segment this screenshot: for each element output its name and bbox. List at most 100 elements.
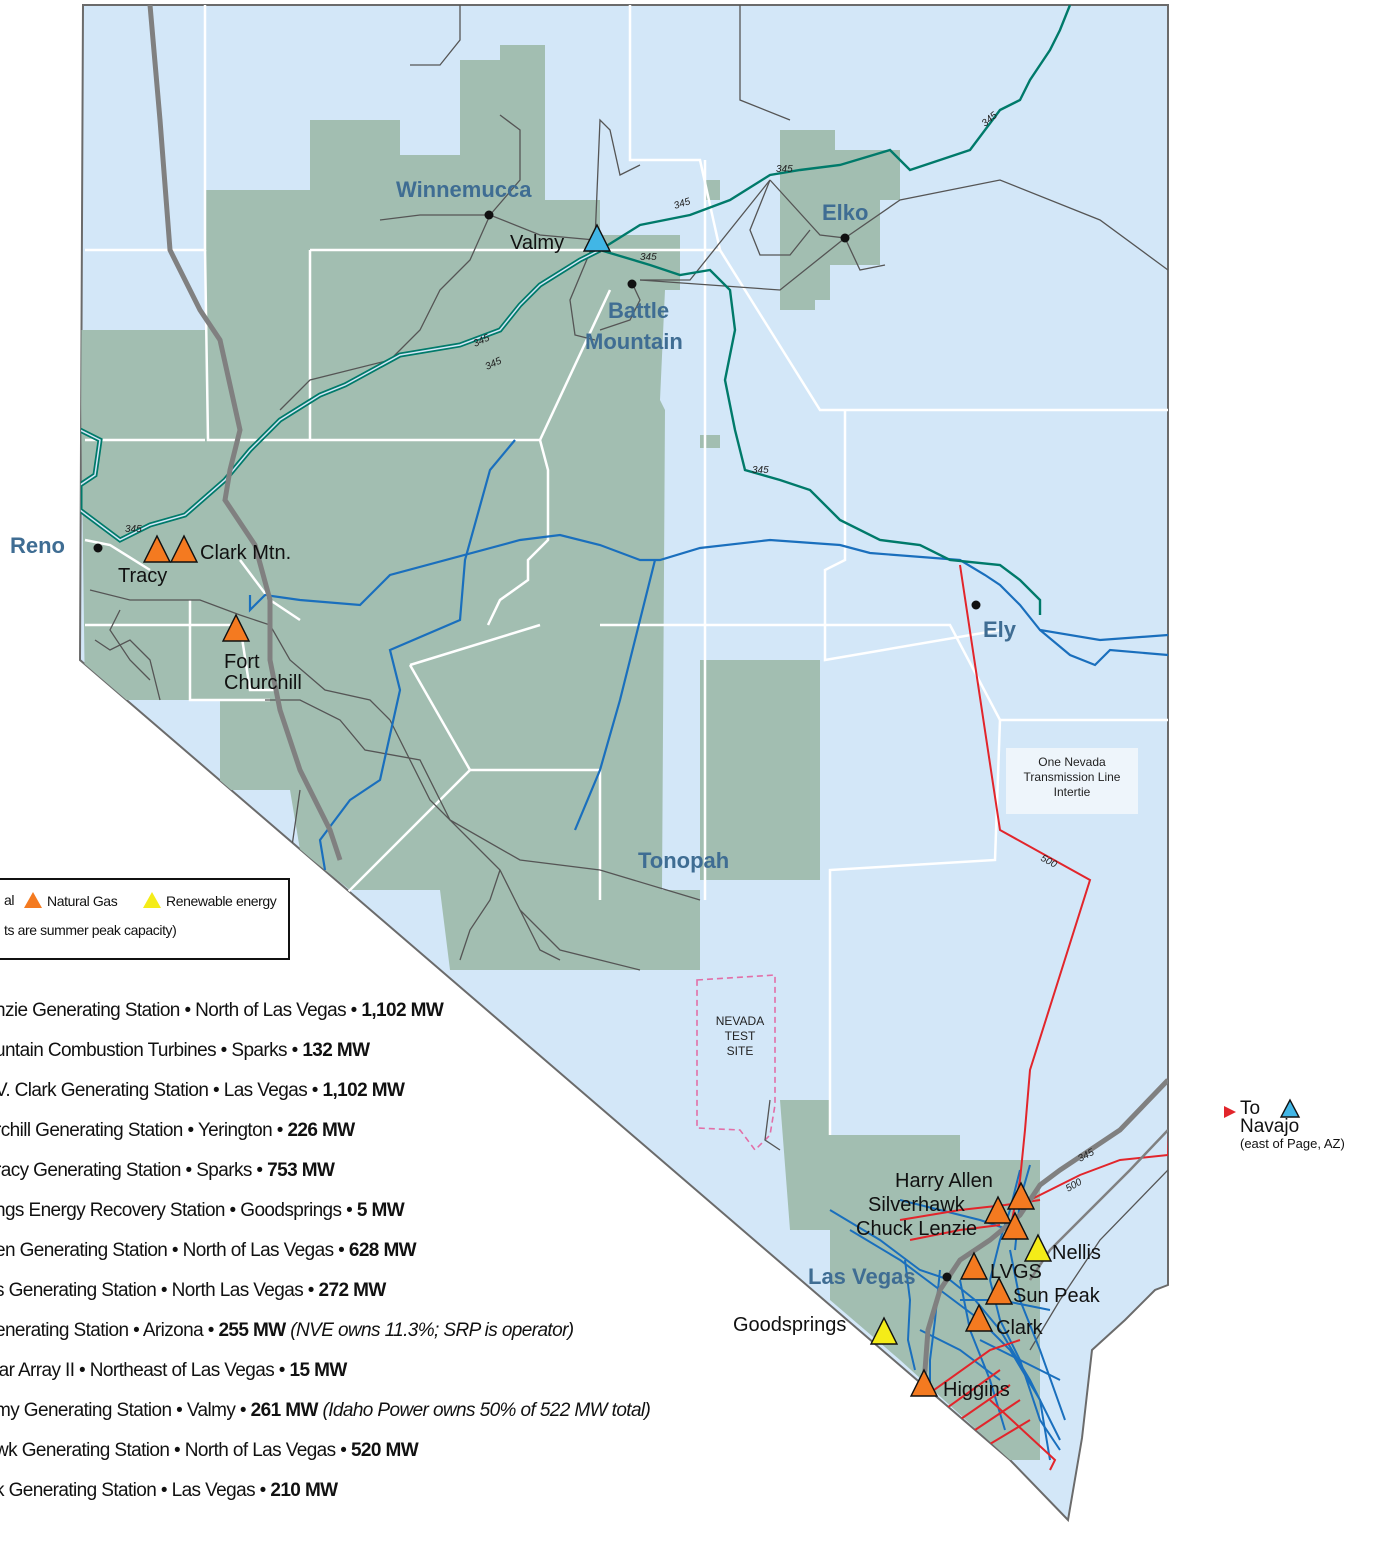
plant-list-mw: 520 MW bbox=[350, 1440, 419, 1461]
plant-label-nellis: Nellis bbox=[1052, 1242, 1101, 1264]
plant-list-name: en Generating Station • North of Las Veg… bbox=[0, 1240, 349, 1261]
federal-land-areas bbox=[80, 45, 1040, 1460]
natural-gas-plant-icon bbox=[1006, 1181, 1036, 1210]
city-label-reno: Reno bbox=[10, 533, 65, 558]
natural-gas-plant-icon bbox=[1000, 1211, 1030, 1240]
natural-gas-plant-icon bbox=[169, 534, 199, 563]
line-voltage-label-345: 345 bbox=[752, 465, 769, 476]
plant-list-name: ngs Energy Recovery Station • Goodspring… bbox=[0, 1200, 357, 1221]
renewable-energy-icon bbox=[143, 892, 161, 908]
plant-label-fort-churchill: Fort bbox=[224, 651, 260, 673]
plant-list-mw: 261 MW bbox=[250, 1400, 319, 1421]
test-site-label: TEST bbox=[725, 1029, 756, 1043]
plant-label-sun-peak: Sun Peak bbox=[1013, 1285, 1101, 1307]
plant-label-valmy: Valmy bbox=[510, 232, 564, 254]
legend-note: ts are summer peak capacity) bbox=[4, 922, 177, 938]
legend-item-coal: al bbox=[4, 892, 15, 908]
plant-list-mw: 1,102 MW bbox=[361, 1000, 444, 1021]
plant-list-name: s Generating Station • North Las Vegas • bbox=[0, 1280, 319, 1301]
city-label-battle-mountain: Battle bbox=[608, 298, 669, 323]
plant-list-item: rchill Generating Station • Yerington • … bbox=[0, 1120, 355, 1142]
nevada-test-site-boundary bbox=[696, 974, 776, 1152]
plant-list-name: nzie Generating Station • North of Las V… bbox=[0, 1000, 362, 1021]
plant-list-note: (NVE owns 11.3%; SRP is operator) bbox=[285, 1320, 574, 1341]
plant-list-mw: 628 MW bbox=[348, 1240, 417, 1261]
230kv-lines bbox=[248, 439, 1168, 871]
city-label-winnemucca: Winnemucca bbox=[396, 177, 532, 202]
plant-list-name: wk Generating Station • North of Las Veg… bbox=[0, 1440, 351, 1461]
navajo-label: To Navajo (east of Page, AZ) bbox=[1240, 1098, 1345, 1151]
line-voltage-label-345: 345 bbox=[673, 196, 693, 212]
city-label-elko: Elko bbox=[822, 200, 868, 225]
intertie-label-line: Intertie bbox=[1053, 785, 1091, 799]
plant-label-goodsprings: Goodsprings bbox=[733, 1314, 846, 1336]
legend-item-renewable: Renewable energy bbox=[143, 892, 277, 909]
county-boundaries bbox=[84, 5, 1168, 1135]
test-site-label: NEVADA bbox=[716, 1014, 764, 1028]
city-label-las-vegas: Las Vegas bbox=[808, 1264, 916, 1289]
plant-list-name: racy Generating Station • Sparks • bbox=[0, 1160, 268, 1181]
city-markers bbox=[93, 210, 981, 1282]
coal-plant-icon bbox=[1279, 1098, 1301, 1118]
city-dot-battle-mountain bbox=[627, 279, 637, 289]
plant-label-fort-churchill: Churchill bbox=[224, 672, 302, 694]
plant-list-name: untain Combustion Turbines • Sparks • bbox=[0, 1040, 303, 1061]
plant-list-name: k Generating Station • Las Vegas • bbox=[0, 1480, 271, 1501]
intertie-label: One Nevada Transmission Line Intertie bbox=[1006, 748, 1138, 814]
plant-list-item: enerating Station • Arizona • 255 MW (NV… bbox=[0, 1320, 574, 1342]
renewable-plant-icon bbox=[1023, 1233, 1053, 1262]
500kv-lines bbox=[959, 564, 1168, 1231]
natural-gas-icon bbox=[24, 892, 42, 908]
plant-label-clark: Clark bbox=[996, 1317, 1044, 1339]
natural-gas-plant-icon bbox=[964, 1303, 994, 1332]
navajo-to: To bbox=[1240, 1098, 1261, 1119]
city-dot-ely bbox=[971, 600, 981, 610]
city-dot-las-vegas bbox=[942, 1272, 952, 1282]
plant-list-name: rchill Generating Station • Yerington • bbox=[0, 1120, 288, 1141]
intertie-label-line: Transmission Line bbox=[1023, 770, 1121, 784]
intertie-label-line: One Nevada bbox=[1038, 755, 1106, 769]
natural-gas-plant-icon bbox=[142, 534, 172, 563]
plant-list-item: racy Generating Station • Sparks • 753 M… bbox=[0, 1160, 335, 1182]
plant-list-name: V. Clark Generating Station • Las Vegas … bbox=[0, 1080, 323, 1101]
plant-list-mw: 1,102 MW bbox=[322, 1080, 405, 1101]
natural-gas-plant-icon bbox=[959, 1251, 989, 1280]
plant-list-name: enerating Station • Arizona • bbox=[0, 1320, 219, 1341]
legend: al Natural Gas Renewable energy ts are s… bbox=[0, 878, 290, 960]
line-voltage-label-345: 345 bbox=[640, 252, 657, 263]
legend-label: al bbox=[4, 892, 15, 908]
plant-list-mw: 226 MW bbox=[287, 1120, 355, 1141]
plant-label-harry-allen: Harry Allen bbox=[895, 1170, 993, 1192]
plant-list-name: my Generating Station • Valmy • bbox=[0, 1400, 251, 1421]
city-dot-reno bbox=[93, 543, 103, 553]
test-site-label: SITE bbox=[727, 1044, 754, 1058]
navajo-note: (east of Page, AZ) bbox=[1240, 1136, 1345, 1151]
legend-item-natural-gas: Natural Gas bbox=[24, 892, 118, 909]
plant-list-item: lar Array II • Northeast of Las Vegas • … bbox=[0, 1360, 347, 1382]
plant-list-mw: 753 MW bbox=[267, 1160, 335, 1181]
line-voltage-label-345: 345 bbox=[776, 164, 793, 175]
navajo-name: Navajo bbox=[1240, 1116, 1300, 1137]
plant-list-item: en Generating Station • North of Las Veg… bbox=[0, 1240, 417, 1262]
plant-list-mw: 132 MW bbox=[302, 1040, 370, 1061]
natural-gas-plant-icon bbox=[221, 613, 251, 642]
city-dot-winnemucca bbox=[484, 210, 494, 220]
plant-list-item: k Generating Station • Las Vegas • 210 M… bbox=[0, 1480, 338, 1502]
legend-label: Renewable energy bbox=[166, 893, 277, 909]
plant-labels: Valmy Clark Mtn. Tracy Fort Churchill Ha… bbox=[118, 232, 1101, 1401]
plant-label-lvgs: LVGS bbox=[990, 1261, 1042, 1283]
plant-list-mw: 272 MW bbox=[318, 1280, 387, 1301]
plant-label-clark-mtn: Clark Mtn. bbox=[200, 542, 291, 564]
plant-markers bbox=[142, 223, 1301, 1397]
renewable-plant-icon bbox=[869, 1316, 899, 1345]
345kv-lines bbox=[80, 5, 1072, 615]
las-vegas-distribution-web bbox=[829, 1164, 1066, 1471]
plant-list-name: lar Array II • Northeast of Las Vegas • bbox=[0, 1360, 290, 1381]
city-dot-elko bbox=[840, 233, 850, 243]
plant-list-mw: 15 MW bbox=[289, 1360, 348, 1381]
plant-list-item: ngs Energy Recovery Station • Goodspring… bbox=[0, 1200, 405, 1222]
plant-list-mw: 255 MW bbox=[218, 1320, 286, 1341]
plant-label-silverhawk: Silverhawk bbox=[868, 1194, 966, 1216]
plant-label-tracy: Tracy bbox=[118, 565, 167, 587]
